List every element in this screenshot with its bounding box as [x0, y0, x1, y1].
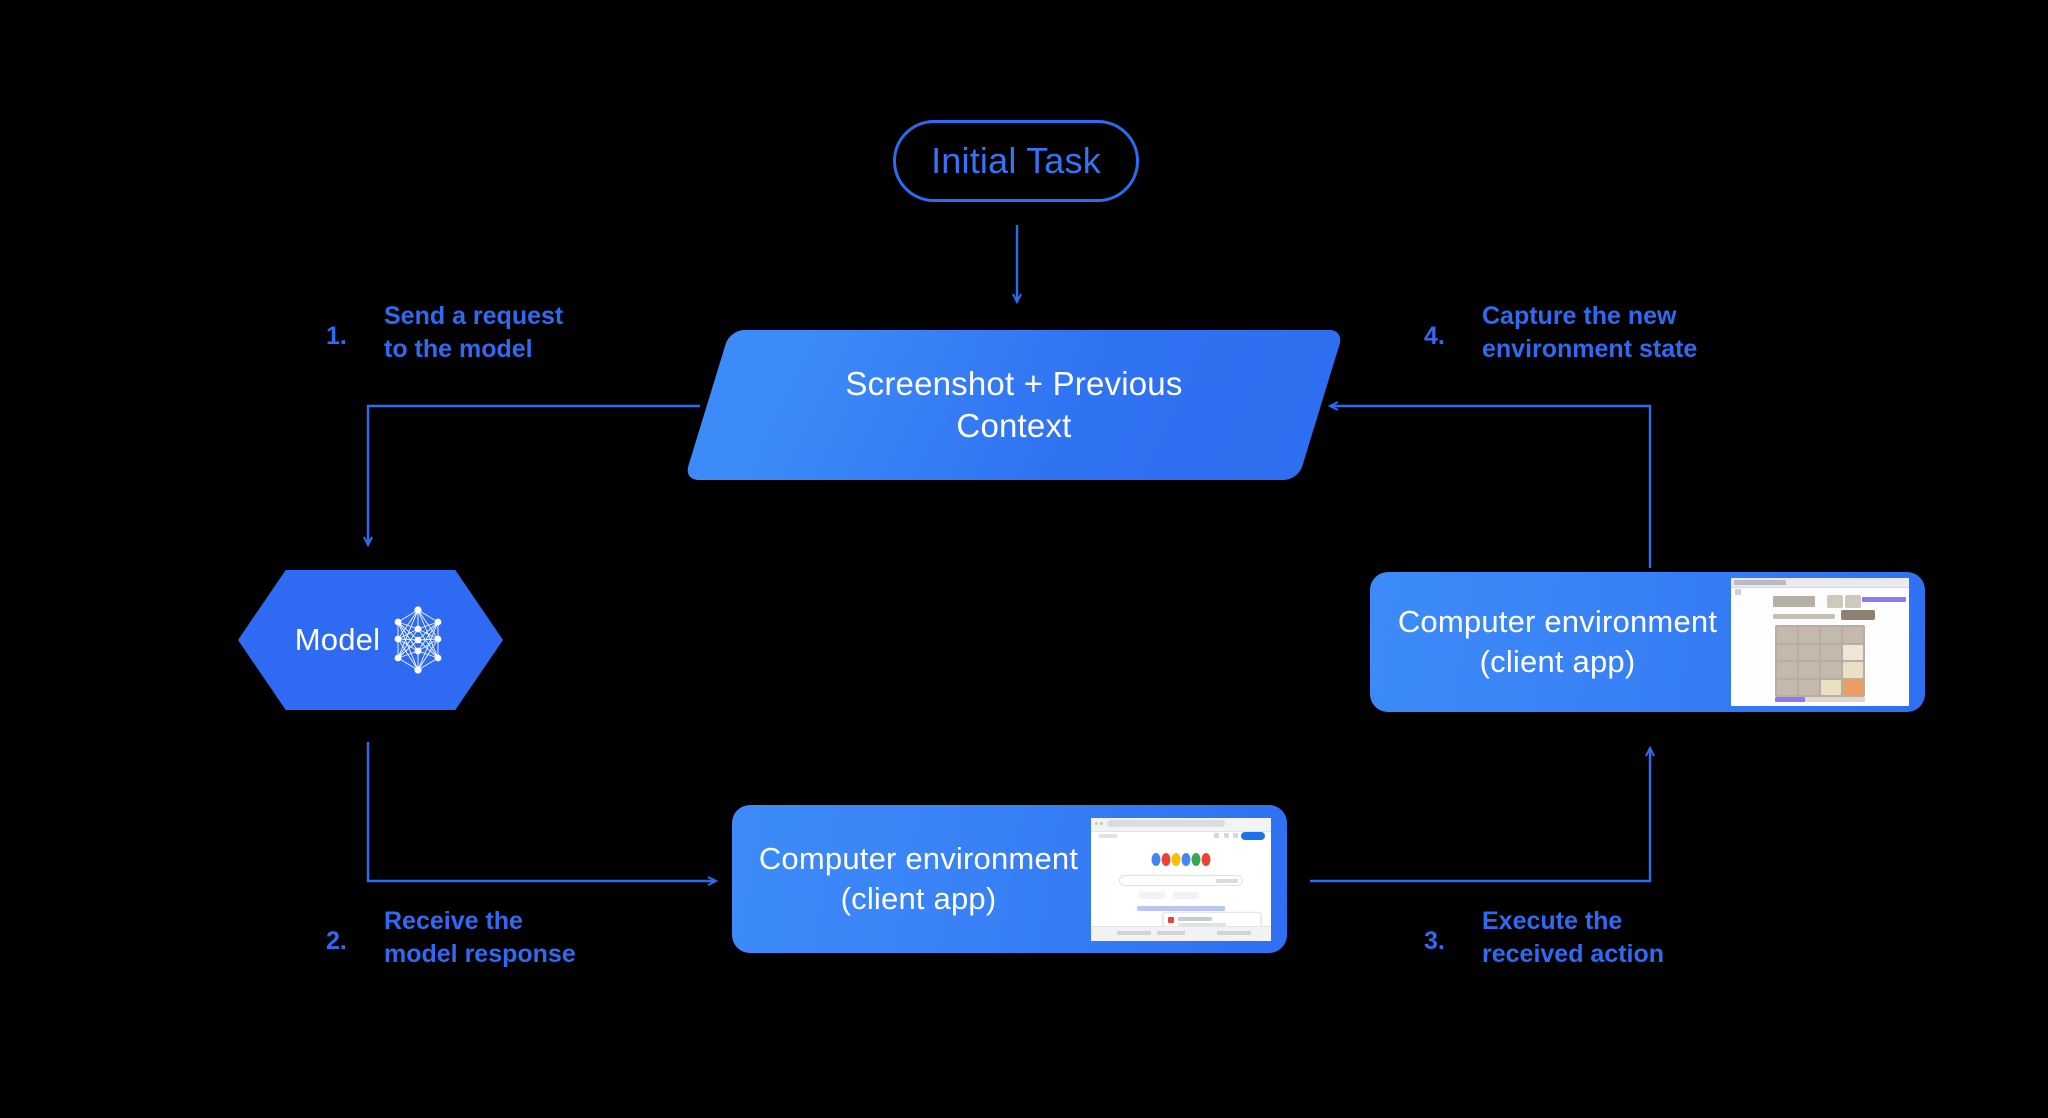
game-cell: [1777, 644, 1797, 660]
step-2-number: 2.: [326, 927, 347, 955]
step-1-number: 1.: [326, 322, 347, 350]
score-box: [1827, 595, 1843, 608]
context-node-line1: Screenshot + Previous: [845, 365, 1183, 403]
back-icon[interactable]: [1095, 822, 1098, 825]
step-3-text: Execute the received action: [1482, 907, 1665, 968]
game-cell: [1777, 627, 1797, 643]
model-node-label: Model: [294, 622, 381, 657]
game-header-link: [1862, 597, 1906, 602]
context-node-line2: Context: [956, 407, 1072, 444]
browser-url-bar[interactable]: [1107, 820, 1225, 827]
dialog-title: [1178, 916, 1212, 921]
game-footer: [1775, 697, 1865, 702]
step-4-number: 4.: [1424, 322, 1445, 350]
env-node-right-text: Computer environment (client app): [1370, 602, 1731, 683]
dialog-icon: [1168, 916, 1174, 923]
initial-task-node: Initial Task: [893, 120, 1139, 202]
env-node-bottom-text: Computer environment (client app): [732, 839, 1091, 920]
new-game-button[interactable]: [1841, 610, 1875, 620]
forward-icon[interactable]: [1100, 822, 1103, 825]
connector-model-to-env-bottom: [366, 742, 719, 886]
browser-tabbar: [1731, 578, 1909, 588]
thumbnail-2048-game: [1731, 578, 1909, 706]
step-label-1: 1. Send a request to the model: [326, 300, 563, 366]
env-node-right-line2: (client app): [1479, 644, 1636, 679]
step-4-text: Capture the new environment state: [1482, 302, 1698, 363]
page-footer: [1091, 925, 1271, 941]
game-tile-2: [1843, 644, 1863, 660]
connector-context-to-model: [363, 404, 700, 548]
game-cell: [1777, 679, 1797, 695]
bookmarks-bar: [1099, 833, 1117, 838]
connector-env-bottom-to-env-right: [1310, 745, 1655, 883]
images-link[interactable]: [1224, 832, 1229, 838]
model-node: Model: [238, 570, 503, 710]
step-label-3: 3. Execute the received action: [1424, 905, 1664, 971]
google-logo: [1151, 852, 1211, 866]
game-cell: [1799, 627, 1819, 643]
game-tile-4: [1821, 679, 1841, 695]
gmail-link[interactable]: [1214, 832, 1219, 838]
google-search-button[interactable]: [1139, 891, 1165, 899]
neural-network-icon: [394, 606, 442, 674]
game-cell: [1843, 627, 1863, 643]
google-search-input[interactable]: [1119, 874, 1243, 886]
thumbnail-google-search: [1091, 817, 1271, 941]
game-subtitle: [1773, 614, 1835, 619]
step-3-number: 3.: [1424, 927, 1445, 955]
browser-tab-title: [1734, 579, 1786, 585]
game-cell: [1799, 679, 1819, 695]
game-cell: [1799, 644, 1819, 660]
game-site-title: [1773, 596, 1815, 607]
model-node-shape: [238, 570, 503, 710]
env-node-right-line1: Computer environment: [1397, 603, 1718, 639]
promo-link[interactable]: [1137, 905, 1225, 911]
connector-env-right-to-context: [1327, 401, 1652, 568]
search-input-icons: [1216, 879, 1238, 883]
env-node-bottom: Computer environment (client app): [732, 805, 1287, 953]
footer-links-mid: [1157, 931, 1185, 935]
game-tile-4: [1843, 662, 1863, 678]
game-tile-8: [1843, 679, 1863, 695]
step-label-2: 2. Receive the model response: [326, 905, 576, 971]
step-label-4: 4. Capture the new environment state: [1424, 300, 1697, 366]
best-score-box: [1845, 595, 1861, 608]
step-1-text: Send a request to the model: [384, 302, 564, 363]
env-node-bottom-line1: Computer environment: [758, 840, 1079, 876]
favicon-icon: [1735, 589, 1741, 595]
game-cell: [1821, 644, 1841, 660]
game-cell: [1821, 627, 1841, 643]
env-node-right: Computer environment (client app): [1370, 572, 1925, 712]
context-node-text: Screenshot + Previous Context: [707, 330, 1321, 480]
game-grid: [1775, 625, 1865, 697]
feeling-lucky-button[interactable]: [1173, 891, 1199, 899]
initial-task-label: Initial Task: [931, 140, 1101, 181]
footer-links-right: [1217, 931, 1251, 935]
apps-grid-icon[interactable]: [1233, 832, 1238, 838]
env-node-bottom-line2: (client app): [840, 881, 997, 916]
game-cell: [1799, 662, 1819, 678]
game-cell: [1777, 662, 1797, 678]
game-cell: [1821, 662, 1841, 678]
dialog-body: [1178, 922, 1226, 926]
game-footer-link: [1775, 697, 1805, 702]
browser-chrome: [1091, 817, 1271, 832]
sign-in-button[interactable]: [1241, 831, 1265, 840]
footer-links-left: [1117, 931, 1151, 935]
step-2-text: Receive the model response: [384, 907, 576, 968]
context-node: Screenshot + Previous Context: [684, 330, 1344, 480]
model-node-content: Model: [238, 570, 503, 710]
